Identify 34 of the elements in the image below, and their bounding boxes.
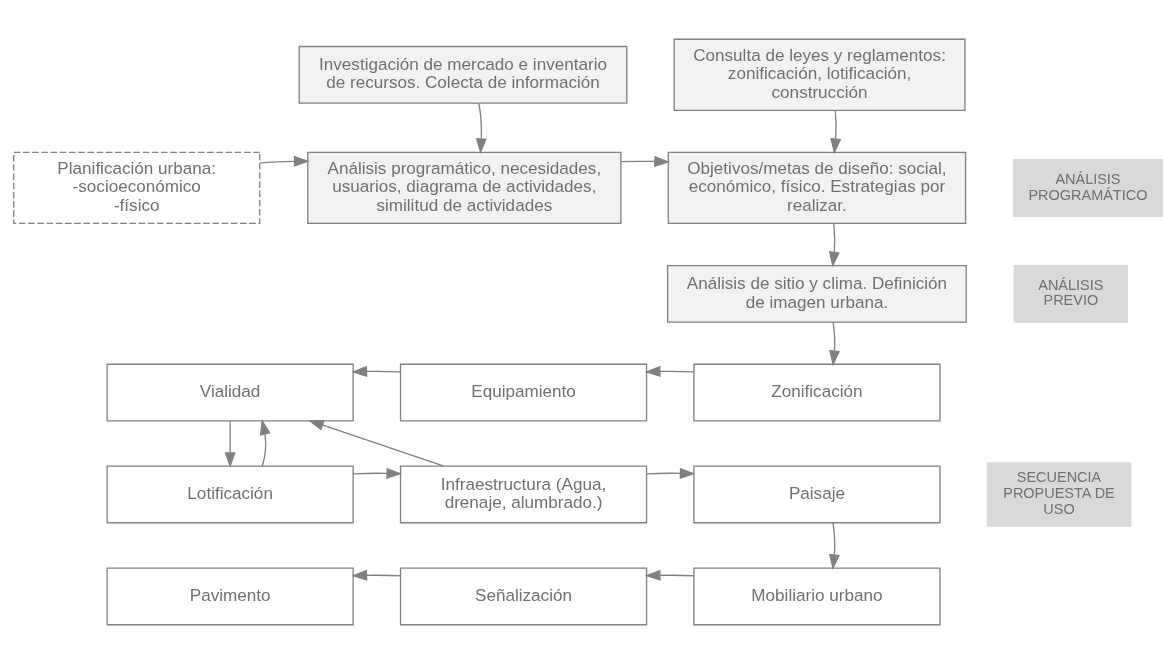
node-box: Infraestructura (Agua, drenaje, alumbrado.)	[399, 465, 648, 524]
arrow	[259, 419, 271, 467]
node-box: Vialidad	[106, 363, 354, 422]
node-box: Análisis de sitio y clima. Definición de imagen urbana.	[666, 264, 967, 323]
arrow	[475, 102, 487, 155]
arrow	[644, 365, 695, 377]
arrow	[828, 223, 840, 268]
arrow	[352, 467, 403, 479]
node-box: Paisaje	[693, 465, 941, 524]
node-box: ANÁLISIS PREVIO	[1013, 264, 1129, 323]
arrow	[828, 522, 840, 570]
node-box: Pavimento	[106, 567, 354, 626]
arrow	[224, 420, 236, 469]
node-box: Equipamiento	[399, 363, 648, 422]
arrow	[351, 569, 401, 581]
arrow	[620, 155, 671, 167]
node-box: ANÁLISIS PROGRAMÁTICO	[1012, 159, 1163, 217]
arrow	[646, 467, 696, 479]
node-box: Planificación urbana: -socioeconómico -físico	[13, 151, 261, 225]
arrow	[308, 420, 445, 467]
arrow	[830, 109, 842, 155]
node-box: Señalización	[399, 567, 648, 626]
arrow	[644, 569, 695, 581]
arrow	[351, 365, 401, 377]
node-box: Lotificación	[106, 465, 354, 524]
node-box: Consulta de leyes y reglamentos: zonificación, lotificación, construcción	[673, 38, 966, 111]
node-box: Mobiliario urbano	[693, 567, 941, 626]
node-box: Investigación de mercado e inventario de recursos. Colecta de información	[298, 45, 628, 104]
arrow	[829, 321, 841, 367]
arrow	[259, 155, 310, 167]
node-box: SECUENCIA PROPUESTA DE USO	[986, 462, 1132, 527]
node-box: Objetivos/metas de diseño: social, económico, físico. Estrategias por realizar.	[667, 151, 967, 225]
node-box: Zonificación	[693, 363, 941, 422]
node-box: Análisis programático, necesidades, usuarios, diagrama de actividades, similitud de actividades	[307, 151, 622, 225]
